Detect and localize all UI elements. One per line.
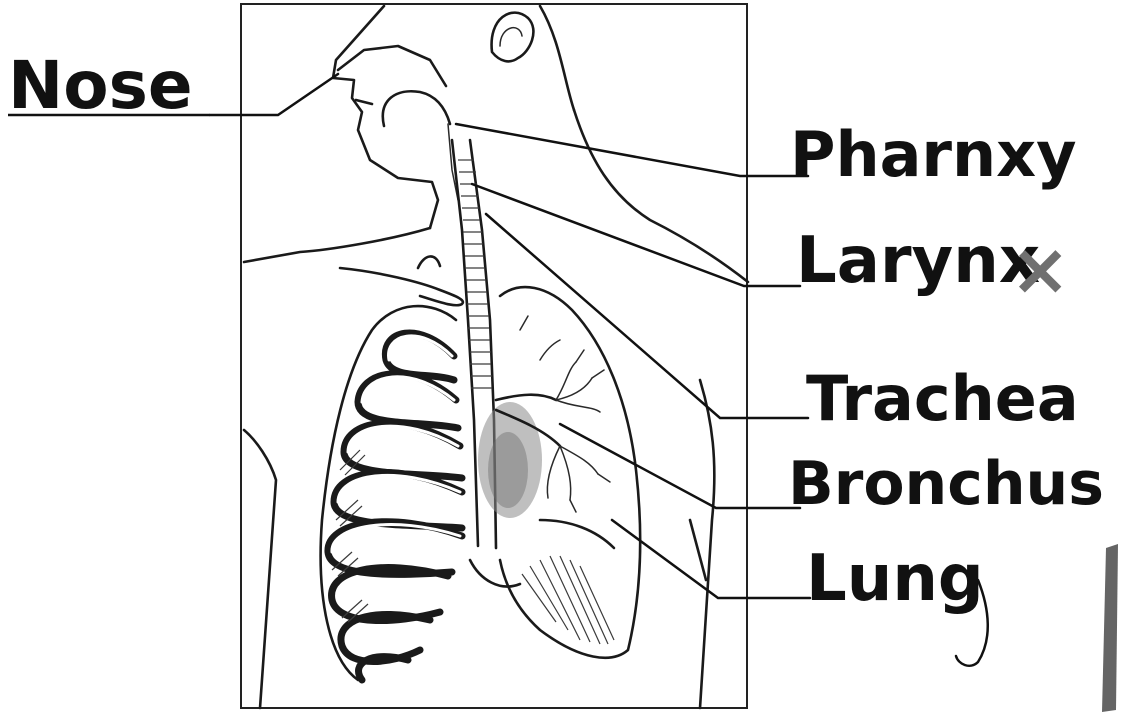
label-lung: Lung: [806, 542, 984, 616]
arm-right: [700, 380, 714, 708]
label-larynx: Larynx: [796, 224, 1040, 298]
wrong-mark-icon: ×: [1010, 227, 1070, 311]
leader-bronchus: [560, 424, 800, 508]
lung-fissure: [540, 520, 614, 548]
ear: [492, 13, 534, 62]
clavicle-head: [418, 256, 440, 268]
ear-inner: [500, 28, 522, 46]
heart-shading-core: [488, 432, 528, 508]
diaphragm-curve: [470, 560, 520, 587]
label-nose: Nose: [8, 47, 193, 124]
leader-lines: [210, 74, 810, 598]
mouth-line: [356, 100, 372, 104]
label-trachea: Trachea: [806, 362, 1079, 435]
pencil-smudge: [1102, 544, 1118, 712]
face-outline: [333, 6, 438, 228]
leader-nose: [210, 74, 338, 115]
trachea-left-edge: [452, 140, 478, 546]
label-pharynx: Pharnxy: [790, 118, 1077, 191]
arm-right-inner: [690, 520, 706, 580]
clavicle: [340, 268, 463, 305]
leader-larynx: [472, 184, 800, 286]
label-bronchus: Bronchus: [788, 449, 1104, 519]
pharynx-curve: [383, 91, 450, 126]
leader-trachea: [486, 214, 808, 418]
back-of-head: [540, 6, 574, 110]
torso-illustration: [244, 6, 748, 708]
rib-cage: [321, 306, 462, 680]
picture-frame: [241, 4, 747, 708]
shoulder-left: [244, 228, 430, 262]
lung-base-hatching: [522, 556, 614, 644]
leader-pharynx: [456, 124, 808, 176]
arm-left: [244, 430, 276, 708]
